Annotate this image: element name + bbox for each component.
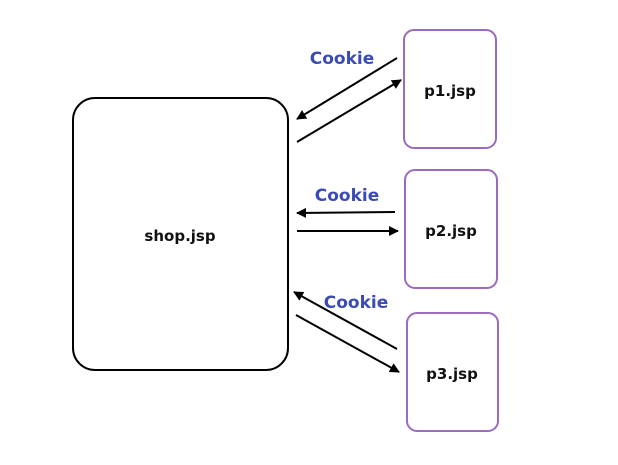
edge-label-cookie-p3: Cookie (324, 293, 389, 313)
page-node-p2: p2.jsp (404, 169, 498, 289)
edge-label-cookie-p1: Cookie (310, 49, 375, 69)
arrow-p3-to-shop (293, 291, 398, 350)
arrow-shop-to-p3 (295, 314, 400, 373)
page-node-p2-label: p2.jsp (425, 222, 477, 240)
page-node-p3-label: p3.jsp (426, 365, 478, 383)
arrow-p2-to-shop (296, 207, 396, 218)
shop-node-label: shop.jsp (144, 227, 215, 245)
shop-node-box (72, 97, 289, 371)
arrow-shop-to-p1 (296, 79, 402, 143)
edge-label-cookie-p2: Cookie (315, 186, 380, 206)
page-node-p3: p3.jsp (406, 312, 499, 432)
page-node-p1-label: p1.jsp (424, 82, 476, 100)
page-node-p2-box (404, 169, 498, 289)
arrow-p1-to-shop (296, 57, 398, 120)
page-node-p1-box (403, 29, 497, 149)
page-node-p3-box (406, 312, 499, 432)
shop-node: shop.jsp (72, 97, 289, 371)
page-node-p1: p1.jsp (403, 29, 497, 149)
